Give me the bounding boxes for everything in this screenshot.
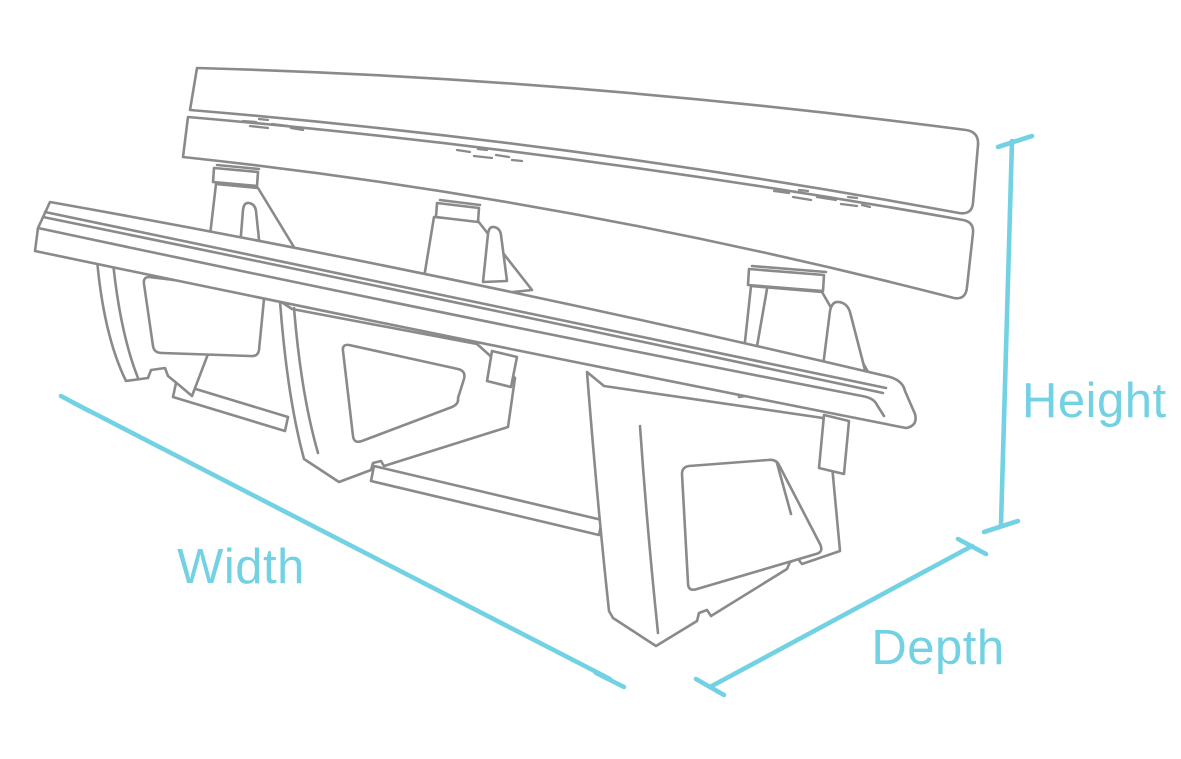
- depth-start-tick: [693, 676, 727, 698]
- backrest-lower-slat: [181, 115, 975, 300]
- width-end-tick: [593, 670, 627, 690]
- bench-seat: [33, 200, 917, 430]
- width-dimension: Width: [58, 393, 627, 690]
- support-arch-cutout: [481, 225, 509, 284]
- bench-backrest: [181, 66, 980, 300]
- leg-rear-post: [817, 413, 851, 476]
- support-clamp-tab: [434, 201, 481, 224]
- depth-end-tick: [955, 536, 989, 557]
- seat-slab: [33, 200, 917, 430]
- seat-front-plank-edge: [36, 226, 886, 418]
- slat-grain-texture: [241, 117, 872, 209]
- depth-label: Depth: [871, 621, 1004, 675]
- leg-front-chamfer: [292, 306, 320, 455]
- leg-rear-post: [485, 349, 519, 389]
- depth-dimension-line: [707, 543, 975, 690]
- seat-plank-gap: [41, 215, 885, 395]
- stretcher-right-segment: [369, 464, 604, 537]
- height-label: Height: [1022, 374, 1167, 428]
- height-dimension-line: [998, 138, 1015, 527]
- leg-right: [585, 370, 851, 648]
- leg-cutout: [680, 458, 823, 592]
- seat-plank-gap: [43, 210, 888, 390]
- leg-cutout-inner-wall: [775, 461, 793, 516]
- height-bottom-tick: [981, 518, 1021, 535]
- leg-cutout: [341, 343, 466, 444]
- support-clamp-tab: [746, 267, 826, 293]
- height-top-tick: [995, 133, 1035, 150]
- height-dimension: Height: [981, 133, 1167, 535]
- support-arch-cutout: [820, 300, 868, 376]
- depth-dimension: Depth: [693, 536, 1004, 698]
- leg-middle: [278, 299, 519, 484]
- backrest-top-slat: [188, 66, 980, 215]
- width-label: Width: [177, 540, 305, 594]
- dimension-guides: Width Depth Height: [58, 133, 1167, 698]
- support-clamp-tab: [211, 166, 260, 188]
- width-dimension-line: [71, 400, 613, 682]
- leg-front-chamfer: [110, 250, 140, 380]
- leg-front-chamfer: [638, 424, 660, 635]
- width-start-tick: [58, 393, 92, 414]
- stretcher-left-segment: [171, 381, 290, 433]
- bottom-stretcher: [171, 381, 604, 537]
